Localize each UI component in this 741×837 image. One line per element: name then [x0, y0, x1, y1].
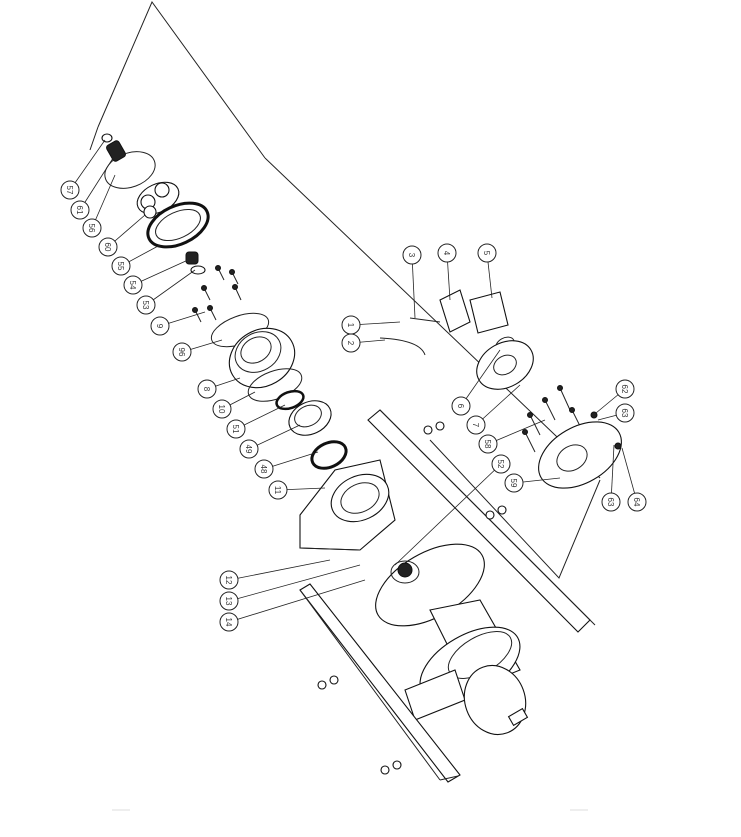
assembly-guide-lines: [89, 0, 601, 579]
svg-text:13: 13: [224, 597, 233, 606]
svg-text:4: 4: [442, 251, 451, 256]
svg-text:6: 6: [456, 404, 465, 409]
callout-7: 7: [466, 415, 486, 435]
bolt-set-left: [192, 265, 242, 323]
callout-54: 54: [123, 275, 143, 295]
callout-55: 55: [111, 256, 131, 276]
callout-4: 4: [437, 243, 457, 263]
callout-52: 52: [491, 454, 511, 474]
svg-text:57: 57: [65, 186, 74, 195]
flange-bracket: [299, 459, 396, 551]
svg-text:3: 3: [407, 253, 416, 258]
svg-text:48: 48: [259, 465, 268, 474]
svg-text:1: 1: [346, 323, 355, 328]
callout-8: 8: [197, 379, 217, 399]
svg-text:64: 64: [632, 498, 641, 507]
callout-61: 61: [70, 200, 90, 220]
callout-63: 63: [601, 492, 621, 512]
svg-text:8: 8: [202, 387, 211, 392]
svg-text:58: 58: [483, 440, 492, 449]
svg-text:63: 63: [620, 409, 629, 418]
callout-60: 60: [98, 237, 118, 257]
callout-48: 48: [254, 459, 274, 479]
svg-text:11: 11: [273, 486, 282, 495]
frame-bolts: [317, 421, 507, 775]
callout-11: 11: [268, 480, 288, 500]
callout-57: 57: [60, 180, 80, 200]
callout-56: 56: [82, 218, 102, 238]
callout-53: 53: [136, 295, 156, 315]
callout-96: 96: [172, 342, 192, 362]
svg-text:56: 56: [87, 224, 96, 233]
callout-49: 49: [239, 439, 259, 459]
callout-6: 6: [451, 396, 471, 416]
winch-drum: [375, 543, 529, 736]
svg-text:61: 61: [75, 206, 84, 215]
svg-text:9: 9: [155, 324, 164, 329]
callout-51: 51: [226, 419, 246, 439]
svg-text:52: 52: [496, 460, 505, 469]
svg-text:59: 59: [509, 479, 518, 488]
callout-63: 63: [615, 403, 635, 423]
callout-14: 14: [219, 612, 239, 632]
motor-valve-cluster: [379, 289, 534, 390]
callout-58: 58: [478, 434, 498, 454]
svg-text:63: 63: [606, 498, 615, 507]
svg-text:53: 53: [141, 301, 150, 310]
callout-3: 3: [402, 245, 422, 265]
planetary-stage-parts: [101, 133, 210, 275]
end-cover-parts: [522, 385, 622, 489]
svg-text:60: 60: [103, 243, 112, 252]
svg-text:54: 54: [128, 281, 137, 290]
callout-62: 62: [615, 379, 635, 399]
callout-59: 59: [504, 473, 524, 493]
svg-text:51: 51: [231, 425, 240, 434]
bearing-housing-parts: [210, 312, 348, 470]
callout-9: 9: [150, 316, 170, 336]
svg-text:5: 5: [482, 251, 491, 256]
callout-12: 12: [219, 570, 239, 590]
svg-text:49: 49: [244, 445, 253, 454]
svg-text:7: 7: [471, 423, 480, 428]
callout-1: 1: [341, 315, 361, 335]
svg-text:62: 62: [620, 385, 629, 394]
callout-10: 10: [212, 399, 232, 419]
svg-text:10: 10: [217, 405, 226, 414]
callout-13: 13: [219, 591, 239, 611]
svg-text:14: 14: [224, 618, 233, 627]
svg-text:55: 55: [116, 262, 125, 271]
callout-5: 5: [477, 243, 497, 263]
svg-text:96: 96: [177, 348, 186, 357]
frame-rail-lower: [299, 583, 461, 783]
svg-text:2: 2: [346, 341, 355, 346]
svg-text:12: 12: [224, 576, 233, 585]
callout-64: 64: [627, 492, 647, 512]
callout-2: 2: [341, 333, 361, 353]
